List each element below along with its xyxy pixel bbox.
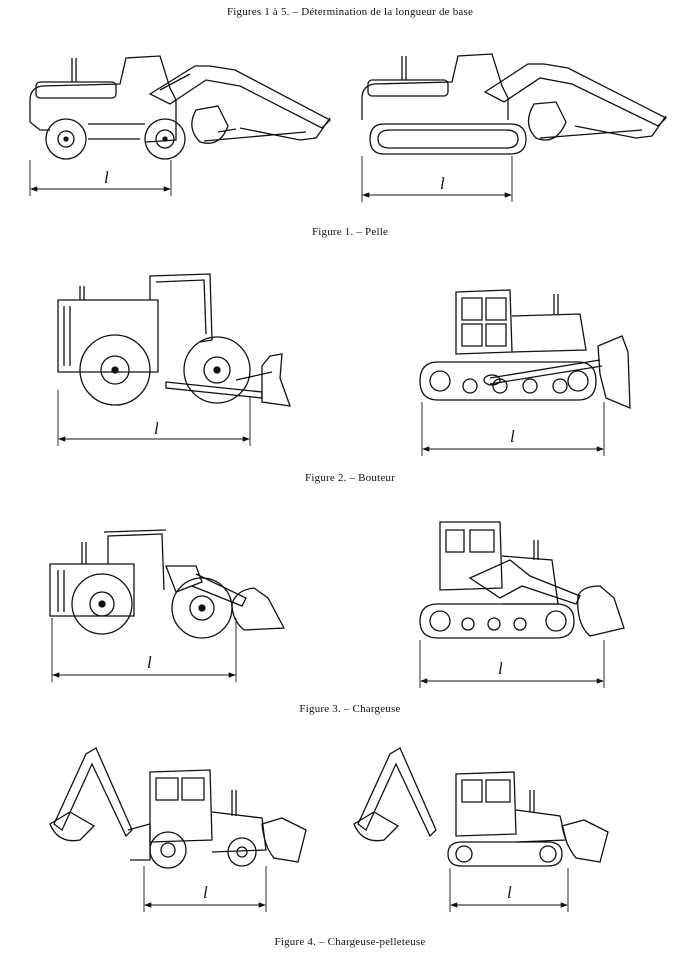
- dimension-line: [420, 640, 604, 688]
- figure-3-caption: Figure 3. – Chargeuse: [299, 703, 401, 715]
- wheeled-dozer-drawing: [58, 274, 290, 406]
- dimension-line: [30, 160, 171, 196]
- figure-1-caption: Figure 1. – Pelle: [311, 226, 389, 238]
- dimension-label: l: [510, 427, 515, 446]
- page-title: Figures 1 à 5. – Détermination de la lon…: [226, 6, 474, 18]
- wheel-loader-drawing: [50, 530, 284, 638]
- dimension-line: [422, 402, 604, 456]
- dimension-label: l: [147, 653, 152, 672]
- dimension-line: [362, 156, 512, 202]
- dimension-label: l: [440, 174, 445, 193]
- crawler-loader-drawing: [420, 522, 624, 638]
- dimension-line: [144, 866, 266, 912]
- dimension-line: [58, 390, 250, 446]
- figure-2-caption: Figure 2. – Bouteur: [305, 472, 395, 484]
- crawler-dozer-drawing: [420, 290, 630, 408]
- dimension-label: l: [203, 883, 208, 902]
- dimension-label: l: [507, 883, 512, 902]
- wheeled-excavator-drawing: [30, 56, 330, 159]
- dimension-line: [52, 618, 236, 682]
- figure-4-caption: Figure 4. – Chargeuse-pelleteuse: [274, 936, 426, 948]
- dimension-line: [450, 868, 568, 912]
- dimension-label: l: [154, 419, 159, 438]
- wheeled-backhoe-loader-drawing: [50, 748, 306, 868]
- tracked-excavator-drawing: [362, 54, 666, 154]
- tracked-backhoe-loader-drawing: [354, 748, 608, 866]
- dimension-label: l: [498, 659, 503, 678]
- dimension-label: l: [104, 168, 109, 187]
